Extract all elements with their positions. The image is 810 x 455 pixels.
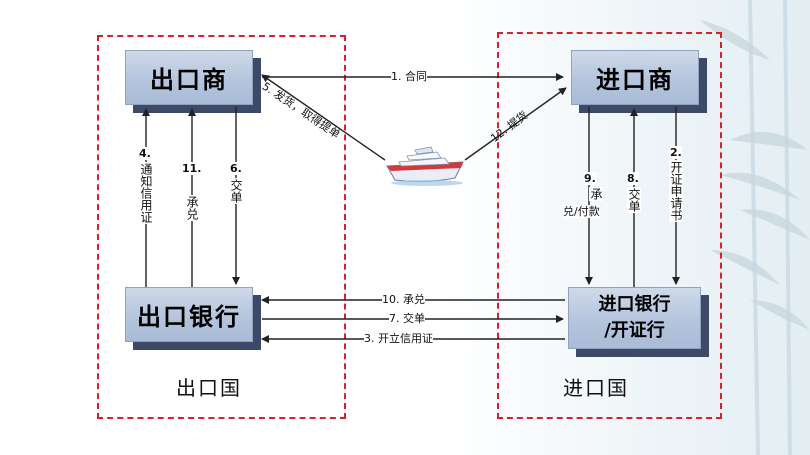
- step-9-label-1: 承: [589, 187, 603, 201]
- import-bank-label-line1: 进口银行: [598, 294, 671, 315]
- step-11-label: 承兑: [185, 195, 199, 221]
- importer-node: 进口商: [571, 50, 699, 105]
- step-1-label: 1. 合同: [391, 70, 427, 83]
- step-2-number: 2.: [670, 146, 682, 159]
- step-7-label: 7. 交单: [389, 312, 425, 325]
- import-country-region: [497, 32, 722, 419]
- step-6-label: 交单: [229, 178, 243, 204]
- exporter-node: 出口商: [125, 50, 253, 105]
- importer-label: 进口商: [596, 66, 674, 94]
- step-2-label: 开证申请书: [669, 160, 683, 222]
- step-4-label: 通知信用证: [139, 162, 153, 224]
- step-10-label: 10. 承兑: [382, 293, 425, 306]
- exporter-label: 出口商: [150, 66, 228, 94]
- export-country-region: [97, 35, 346, 419]
- import-country-label: 进口国: [563, 376, 629, 400]
- step-8-number: 8.: [627, 172, 639, 185]
- step-6-number: 6.: [230, 162, 242, 175]
- bamboo-decoration: [700, 0, 810, 455]
- import-bank-label-line2: /开证行: [604, 320, 665, 341]
- export-bank-label: 出口银行: [137, 303, 241, 331]
- step-9-number: 9.: [584, 172, 596, 185]
- import-bank-node: 进口银行 /开证行: [568, 287, 701, 349]
- arrow-step-5: [261, 74, 386, 161]
- cruise-ship-icon: [386, 146, 464, 186]
- step-4-number: 4.: [139, 147, 151, 160]
- step-9-label-2: 兑/付款: [563, 205, 600, 218]
- arrow-step-12: [464, 87, 567, 161]
- step-3-label: 3. 开立信用证: [364, 332, 433, 345]
- step-8-label: 交单: [627, 187, 641, 213]
- export-country-label: 出口国: [176, 376, 242, 400]
- step-11-number: 11.: [182, 162, 202, 175]
- export-bank-node: 出口银行: [125, 287, 253, 342]
